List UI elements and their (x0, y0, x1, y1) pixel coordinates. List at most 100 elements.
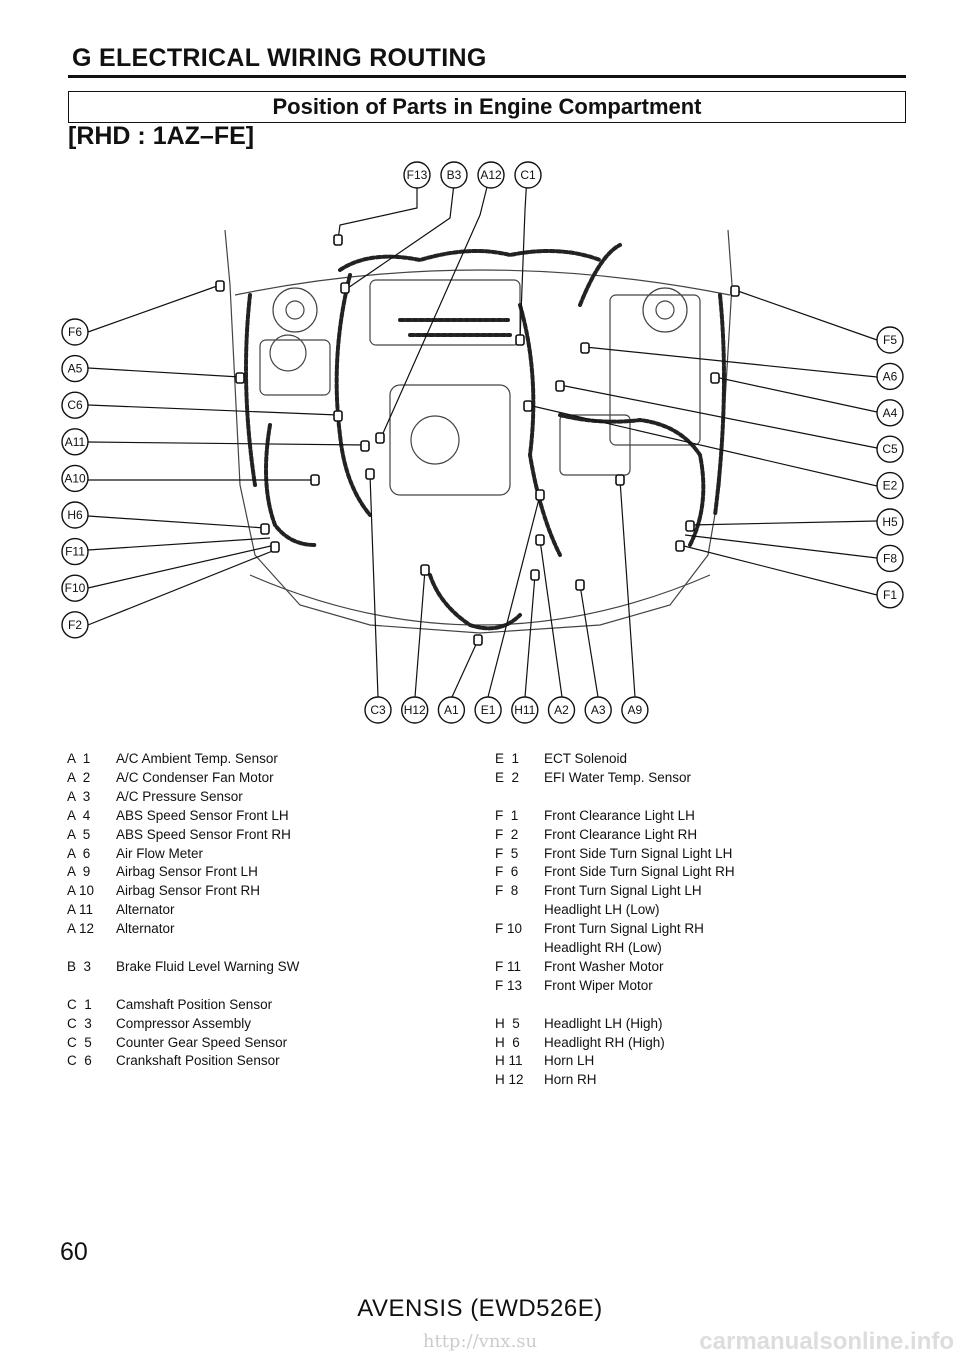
callout-label: H12 (404, 703, 426, 717)
section-title: G ELECTRICAL WIRING ROUTING (72, 44, 487, 72)
legend-part-name: Headlight LH (High) (544, 1015, 663, 1031)
legend-part-name: Counter Gear Speed Sensor (116, 1034, 288, 1050)
legend-part-name: Front Clearance Light RH (544, 826, 698, 842)
callout-label: F5 (883, 333, 897, 347)
legend-part-name: Brake Fluid Level Warning SW (116, 958, 300, 974)
legend-item: A 11 Alternator (67, 901, 299, 920)
legend-part-name: Alternator (116, 921, 175, 937)
legend-code (495, 901, 544, 920)
legend-part-name: Headlight LH (Low) (544, 902, 660, 918)
legend-item: F 11 Front Washer Motor (495, 958, 735, 977)
legend-code: E 2 (495, 769, 520, 785)
legend-code: F 2 (495, 826, 519, 842)
legend-part-name: Front Clearance Light LH (544, 807, 695, 823)
legend-part-name: Front Turn Signal Light RH (544, 921, 704, 937)
callout-c1: C1 (514, 161, 542, 189)
engine-bay-illustration (224, 229, 733, 634)
callout-f10: F10 (61, 574, 89, 602)
legend-code: H 5 (495, 1015, 520, 1031)
callout-label: F11 (65, 545, 85, 559)
callout-label: H6 (67, 508, 83, 522)
callout-label: C5 (882, 442, 898, 456)
callout-e1: E1 (474, 696, 502, 724)
legend-part-name: Alternator (116, 902, 175, 918)
page-number: 60 (60, 1238, 88, 1266)
callout-a9: A9 (621, 696, 649, 724)
callout-label: F8 (883, 551, 897, 565)
legend-part-name: A/C Condenser Fan Motor (116, 769, 274, 785)
legend-part-name: Horn LH (544, 1053, 595, 1069)
callout-a1: A1 (437, 696, 466, 724)
callout-a11: A11 (61, 428, 89, 456)
callout-leaders (87, 174, 878, 698)
legend-code: E 1 (495, 751, 520, 766)
legend-code: H 6 (495, 1034, 520, 1050)
legend-code: F 11 (495, 958, 522, 974)
legend-code: A 2 (67, 769, 91, 785)
callout-label: A10 (64, 471, 86, 485)
callout-h5: H5 (876, 508, 904, 536)
legend-code: A 10 (67, 883, 95, 899)
callout-c6: C6 (61, 391, 89, 419)
legend-item: A 2 A/C Condenser Fan Motor (67, 769, 299, 788)
legend-item: Headlight RH (Low) (495, 939, 735, 958)
legend-part-name: Front Washer Motor (544, 958, 664, 974)
callout-label: H11 (514, 703, 535, 717)
legend-part-name: ECT Solenoid (544, 751, 628, 766)
legend-code: F 8 (495, 883, 519, 899)
legend-part-name: Airbag Sensor Front RH (116, 883, 261, 899)
callout-f5: F5 (876, 326, 904, 354)
callout-label: A6 (883, 369, 898, 383)
callout-f6: F6 (61, 318, 89, 346)
callout-h11: H11 (511, 696, 539, 724)
callout-label: A11 (65, 435, 86, 449)
legend-part-name: A/C Pressure Sensor (116, 788, 243, 804)
legend-item: H 5 Headlight LH (High) (495, 1015, 735, 1034)
legend-code: C 3 (67, 1015, 92, 1031)
legend-spacer (495, 788, 735, 807)
legend-code: F 6 (495, 864, 519, 880)
legend-part-name: Headlight RH (Low) (544, 940, 662, 956)
callout-label: C3 (370, 703, 386, 717)
callout-f13: F13 (403, 161, 431, 189)
callout-c5: C5 (876, 435, 904, 463)
legend-part-name: Airbag Sensor Front LH (116, 864, 258, 880)
legend-item: A 3 A/C Pressure Sensor (67, 788, 299, 807)
legend-code: C 1 (67, 996, 92, 1012)
legend-code: A 11 (67, 902, 94, 918)
legend-code: H 11 (495, 1053, 523, 1069)
callout-label: C6 (67, 398, 83, 412)
callout-f2: F2 (61, 611, 89, 639)
legend-part-name: A/C Ambient Temp. Sensor (116, 751, 278, 766)
legend-item: E 1 ECT Solenoid (495, 750, 735, 769)
callout-label: F10 (65, 581, 86, 595)
callout-label: A1 (444, 703, 459, 717)
legend-item: Headlight LH (Low) (495, 901, 735, 920)
legend-part-name: Horn RH (544, 1072, 597, 1088)
callout-label: A9 (628, 703, 643, 717)
footer-model-code: AVENSIS (EWD526E) (357, 1295, 603, 1322)
legend-code: B 3 (67, 958, 92, 974)
callout-label: F2 (68, 618, 82, 632)
legend-code: F 13 (495, 977, 523, 993)
legend-code: F 5 (495, 845, 519, 861)
legend-code: A 3 (67, 788, 91, 804)
legend-part-name: Front Side Turn Signal Light RH (544, 864, 735, 880)
legend-code (495, 939, 544, 958)
legend-code: A 6 (67, 845, 91, 861)
